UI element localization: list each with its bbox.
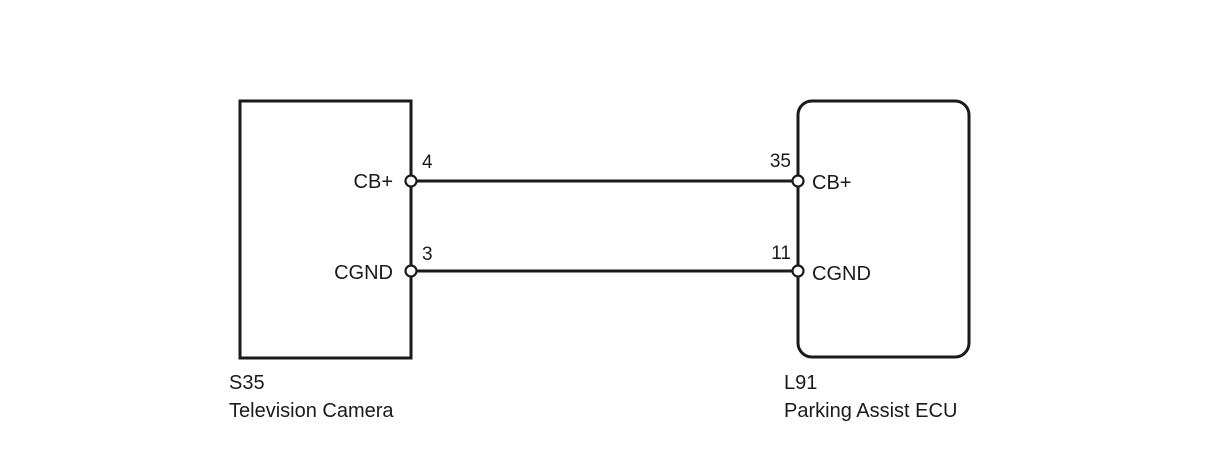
camera-pin-number-3: 3	[422, 244, 433, 265]
camera-component-name: Television Camera	[229, 400, 394, 422]
ecu-pin-number-35: 35	[770, 151, 791, 172]
ecu-terminal-cbplus	[791, 174, 805, 188]
terminals	[404, 174, 805, 278]
camera-terminal-cbplus	[404, 174, 418, 188]
camera-pin-label-cbplus: CB+	[354, 171, 393, 193]
ecu-terminal-cgnd	[791, 264, 805, 278]
ecu-pin-label-cgnd: CGND	[812, 263, 871, 285]
camera-connector-code: S35	[229, 372, 265, 394]
ecu-component-name: Parking Assist ECU	[784, 400, 957, 422]
wires	[416, 179, 793, 273]
component-parking-assist-ecu: CB+ CGND 35 11 L91 Parking Assist ECU	[770, 99, 971, 422]
television-camera-box	[238, 99, 413, 360]
component-television-camera: CB+ CGND 4 3 S35 Television Camera	[229, 99, 433, 422]
ecu-pin-number-11: 11	[771, 243, 791, 264]
parking-assist-ecu-box	[796, 99, 971, 359]
camera-pin-number-4: 4	[422, 152, 433, 173]
camera-terminal-cgnd	[404, 264, 418, 278]
camera-pin-label-cgnd: CGND	[334, 262, 393, 284]
ecu-pin-label-cbplus: CB+	[812, 172, 851, 194]
ecu-connector-code: L91	[784, 372, 817, 394]
